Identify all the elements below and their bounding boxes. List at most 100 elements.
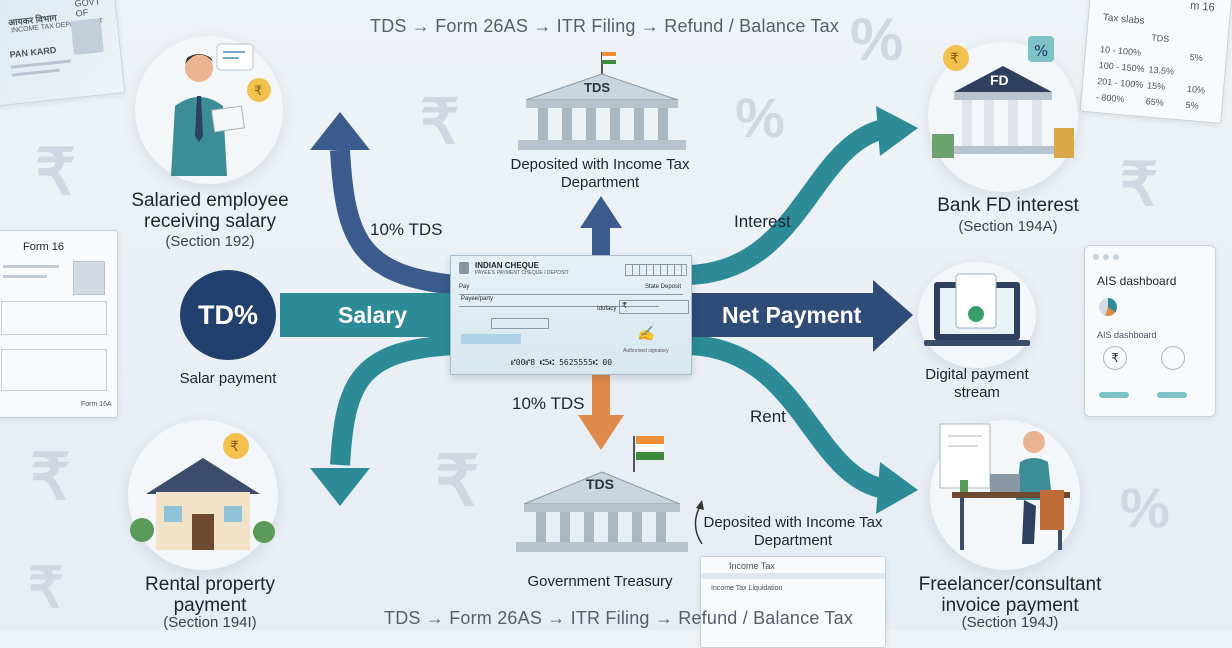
rental-property-illustration: ₹ <box>128 420 278 570</box>
ais-subtitle: AIS dashboard <box>1097 330 1157 340</box>
digital-payment-illustration <box>918 262 1036 368</box>
tax-slab-cell: 5% <box>1189 51 1204 64</box>
tds-building-top-icon <box>518 52 686 150</box>
house-icon: ₹ <box>130 433 275 550</box>
pan-govt: GOVT OF <box>74 0 101 19</box>
cheque-amount-label: Idofacy <box>597 306 617 312</box>
pan-line <box>11 68 60 77</box>
form16-document: Form 16 Form 16A <box>0 230 118 418</box>
form16-photo <box>73 261 105 295</box>
cheque-date-boxes <box>625 264 687 276</box>
interest-label: Interest <box>734 212 791 231</box>
pan-label: PAN KARD <box>9 44 57 60</box>
cheque-signature-note: Authorised signatory <box>623 348 669 354</box>
arrow-head <box>310 112 370 150</box>
percent-watermark-icon: % <box>1120 476 1170 539</box>
tds-badge: TD% <box>180 270 276 360</box>
cheque-emblem-icon <box>459 262 469 274</box>
rental-section: (Section 194I) <box>163 614 257 631</box>
signature-icon: ✍ <box>637 326 655 342</box>
employee-icon: ₹ <box>171 43 271 176</box>
ais-bar-icon <box>1161 346 1185 370</box>
rupee-watermark-icon: ₹ <box>28 556 64 619</box>
salary-tds-label: 10% TDS <box>370 220 443 239</box>
cheque-pay: Pay <box>459 284 470 290</box>
freelancer-illustration <box>930 420 1080 570</box>
fd-bank-illustration: ₹ % <box>928 36 1078 192</box>
ais-title: AIS dashboard <box>1097 274 1177 288</box>
rupee-watermark-icon: ₹ <box>1120 151 1159 218</box>
rent-label: Rent <box>750 407 786 426</box>
rupee-watermark-icon: ₹ <box>435 442 480 520</box>
cheque-line <box>459 294 683 295</box>
svg-text:%: % <box>1034 42 1048 60</box>
ais-button <box>1157 392 1187 398</box>
form16-table <box>1 301 107 335</box>
ais-pie-icon <box>1099 298 1117 316</box>
cheque-state: State Deposit <box>645 284 682 290</box>
form16-table <box>1 349 107 391</box>
svg-text:₹: ₹ <box>230 439 239 455</box>
net-payment-label: Net Payment <box>722 302 862 328</box>
flow-caption-bottom: TDS → Form 26AS → ITR Filing → Refund / … <box>384 608 854 628</box>
tax-slab-corner: m 16 <box>1189 0 1216 14</box>
bank-icon: ₹ % <box>932 36 1074 158</box>
rupee-watermark-icon: ₹ <box>30 441 71 513</box>
rent-tds-label: 10% TDS <box>512 394 585 413</box>
salaried-title: Salaried employee receiving salary <box>131 190 289 232</box>
salaried-employee-illustration: ₹ <box>135 36 283 184</box>
tax-slab-cell: 100 - 150% <box>1098 60 1146 75</box>
cheque-subtitle: PAYEE'S PAYMENT CHEQUE / DEPOSIT <box>475 270 569 276</box>
portal-nav <box>701 573 885 579</box>
pan-card: आयकर विभाग INCOME TAX DEPARTMENT GOVT OF… <box>0 0 126 107</box>
freelancer-icon <box>939 423 1070 550</box>
tax-slab-cell: 65% <box>1145 96 1165 108</box>
pan-line <box>10 59 71 69</box>
window-dots <box>1093 254 1099 260</box>
bottom-building-note: Deposited with Income Tax Department <box>703 514 883 549</box>
tds-badge-caption: Salar payment <box>179 370 277 387</box>
cheque-memo-box <box>491 318 549 329</box>
svg-text:₹: ₹ <box>254 84 262 99</box>
tax-slab-cell: 10 - 100% <box>1099 44 1142 58</box>
percent-watermark-icon: % <box>850 6 904 73</box>
freelancer-section: (Section 194J) <box>961 614 1059 631</box>
svg-text:₹: ₹ <box>950 51 959 67</box>
ais-button <box>1099 392 1129 398</box>
cheque-line <box>459 306 659 307</box>
ais-dashboard: AIS dashboard AIS dashboard ₹ <box>1084 245 1216 417</box>
salary-label: Salary <box>338 302 408 328</box>
percent-watermark-icon: % <box>735 86 785 149</box>
bottom-building-caption: Government Treasury <box>527 573 673 590</box>
digital-title: Digital payment stream <box>925 366 1029 401</box>
portal-title: Income Tax <box>729 561 775 571</box>
fd-section: (Section 194A) <box>958 218 1058 235</box>
flow-caption-top: TDS → Form 26AS → ITR Filing → Refund / … <box>370 16 840 36</box>
form16-footer: Form 16A <box>81 401 112 408</box>
cheque-amount-box: ₹ <box>619 300 689 314</box>
bottom-building-label: TDS <box>586 476 614 492</box>
curved-pointer-icon <box>694 500 704 545</box>
tax-slab-cell: 10% <box>1186 83 1206 96</box>
portal-subtitle: Income Tax Liquidation <box>711 585 783 592</box>
cheque-highlight <box>461 334 521 344</box>
tds-building-bottom-icon <box>516 436 688 552</box>
tax-slab-title: Tax slabs <box>1102 12 1145 27</box>
form16-title: Form 16 <box>23 241 64 253</box>
tax-slab-cell: 5% <box>1185 99 1200 111</box>
fd-badge: FD <box>990 72 1009 88</box>
cheque-payee: Payee/party <box>461 296 494 302</box>
tax-slab-cell: 15% <box>1146 80 1166 92</box>
salaried-section: (Section 192) <box>165 233 255 250</box>
top-building-caption: Deposited with Income Tax Department <box>510 156 690 191</box>
tax-slab-head: TDS <box>1150 32 1170 45</box>
form16-line <box>3 265 59 268</box>
rental-title: Rental property payment <box>145 574 275 616</box>
cheque-title: INDIAN CHEQUE <box>475 261 540 270</box>
laptop-icon <box>924 273 1030 346</box>
freelancer-title: Freelancer/consultant invoice payment <box>918 574 1102 616</box>
income-tax-portal: Income Tax Income Tax Liquidation <box>700 556 886 648</box>
rupee-watermark-icon: ₹ <box>420 88 460 157</box>
rupee-watermark-icon: ₹ <box>35 136 76 208</box>
pan-photo <box>70 18 104 56</box>
